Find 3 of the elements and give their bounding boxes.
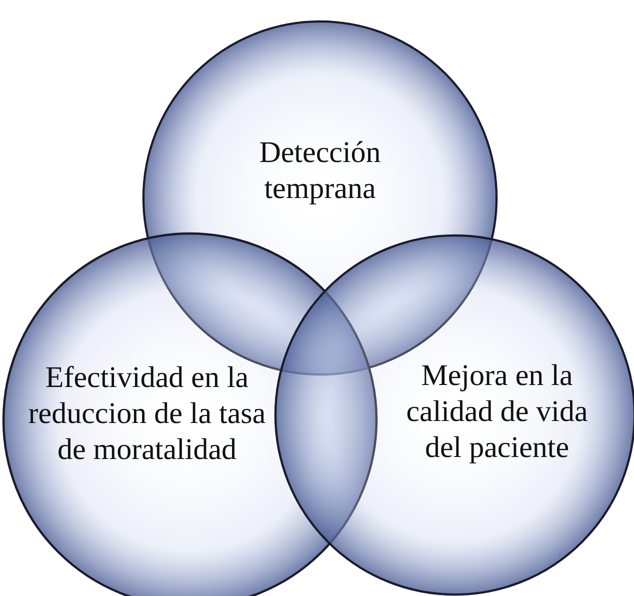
- circle-label: Efectividad en la reduccion de la tasa de moratalidad: [27, 360, 267, 468]
- circle-label: Detección temprana: [258, 135, 382, 207]
- circle-label: Mejora en la calidad de vida del paciente: [405, 358, 589, 466]
